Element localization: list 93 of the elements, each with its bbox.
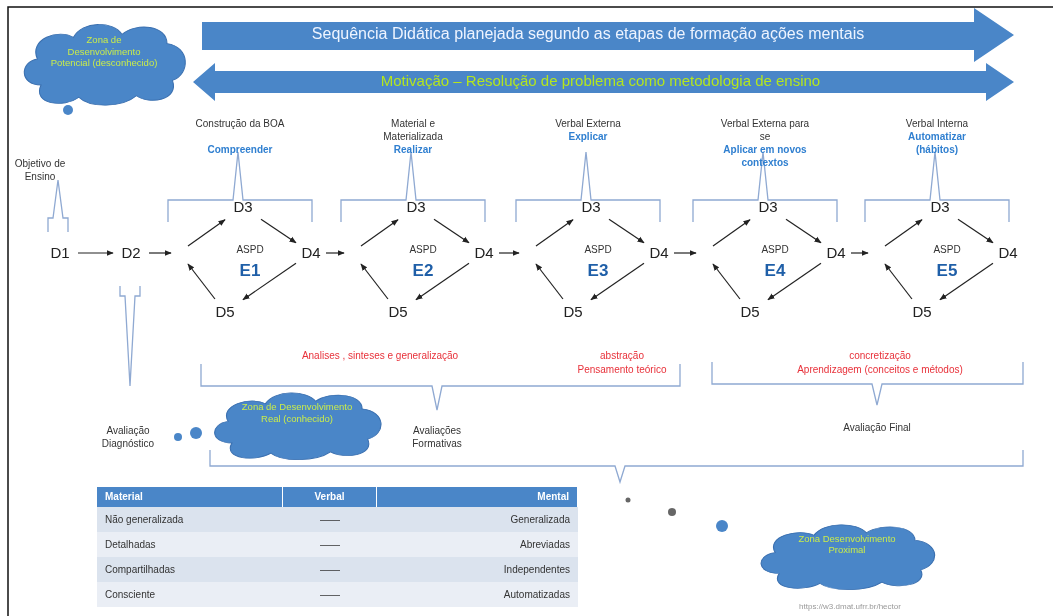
- arrow: [608, 218, 645, 244]
- stage-name: Construção da BOA: [194, 118, 286, 131]
- table-cell: Generalizada: [377, 507, 578, 532]
- arrow: [187, 263, 216, 300]
- step-label: D3: [753, 197, 783, 217]
- cloud-text: Zona de Desenvolvimento Potencial (desconhecido): [50, 34, 158, 69]
- table-cell: ——: [283, 532, 377, 557]
- assessment-label: Avaliações Formativas: [411, 425, 463, 450]
- table-cell: ——: [283, 582, 377, 607]
- arrow: [77, 250, 114, 256]
- arrow: [535, 263, 564, 300]
- table-header-cell: Mental: [377, 487, 578, 507]
- step-label: D1: [45, 243, 75, 263]
- assessment-label: Avaliação Diagnóstico: [100, 425, 156, 450]
- arrow: [673, 250, 697, 256]
- stage-code: E4: [763, 260, 787, 282]
- step-label: D3: [576, 197, 606, 217]
- center-label: ASPD: [235, 244, 265, 257]
- process-note: Analises , sinteses e generalização: [300, 350, 460, 363]
- step-label: D4: [472, 243, 496, 263]
- step-label: D3: [401, 197, 431, 217]
- stage-name: Material e Materializada: [382, 118, 444, 143]
- step-label: D4: [647, 243, 671, 263]
- step-label: D4: [299, 243, 323, 263]
- center-label: ASPD: [932, 244, 962, 257]
- table-cell: Independentes: [377, 557, 578, 582]
- arrow: [712, 263, 741, 300]
- arrow: [767, 262, 822, 301]
- arrow: [360, 263, 389, 300]
- center-label: ASPD: [408, 244, 438, 257]
- step-label: D3: [925, 197, 955, 217]
- stage-action: Compreender: [206, 144, 274, 157]
- cloud-text: Zona de Desenvolvimento Real (conhecido): [241, 401, 353, 424]
- arrow: [498, 250, 520, 256]
- process-note: Pensamento teórico: [576, 364, 668, 377]
- table-cell: Abreviadas: [377, 532, 578, 557]
- arrow: [187, 219, 226, 247]
- stage-name: Verbal Externa para se: [719, 118, 811, 143]
- stage-code: E3: [586, 260, 610, 282]
- center-label: ASPD: [583, 244, 613, 257]
- arrow: [148, 250, 172, 256]
- stage-action: Realizar: [392, 144, 434, 157]
- step-label: D5: [907, 302, 937, 322]
- step-label: D5: [558, 302, 588, 322]
- banner-text: Sequência Didática planejada segundo as etapas de formação ações mentais: [310, 24, 866, 44]
- arrow: [535, 219, 574, 247]
- process-note: Aprendizagem (conceitos e métodos): [796, 364, 964, 377]
- table-cell: Consciente: [97, 582, 283, 607]
- arrow: [939, 262, 994, 301]
- arrow: [360, 219, 399, 247]
- table-header-cell: Material: [97, 487, 283, 507]
- arrow: [590, 262, 645, 301]
- stage-code: E5: [935, 260, 959, 282]
- arrow: [785, 218, 822, 244]
- step-label: D4: [996, 243, 1020, 263]
- stage-name: Verbal Externa: [554, 118, 622, 131]
- arrow: [242, 262, 297, 301]
- stage-name: Verbal Interna: [904, 118, 970, 131]
- stage-action: Explicar: [567, 131, 609, 144]
- stage-action: Aplicar em novos contextos: [722, 144, 808, 169]
- arrow: [850, 250, 869, 256]
- step-label: D4: [824, 243, 848, 263]
- table-cell: ——: [283, 557, 377, 582]
- step-label: D3: [228, 197, 258, 217]
- banner-text: Motivação – Resolução de problema como metodologia de ensino: [379, 72, 822, 90]
- step-label: D5: [735, 302, 765, 322]
- arrow: [957, 218, 994, 244]
- stage-code: E1: [238, 260, 262, 282]
- arrow: [433, 218, 470, 244]
- table-cell: Não generalizada: [97, 507, 283, 532]
- assessment-label: Avaliação Final: [842, 422, 912, 435]
- process-note: abstração: [599, 350, 645, 363]
- table-cell: Detalhadas: [97, 532, 283, 557]
- arrow: [712, 219, 751, 247]
- table-cell: Compartilhadas: [97, 557, 283, 582]
- stage-code: E2: [411, 260, 435, 282]
- arrow: [325, 250, 345, 256]
- cloud-text: Zona Desenvolvimento Proximal: [797, 532, 897, 556]
- center-label: ASPD: [760, 244, 790, 257]
- stage-action: Automatizar (hábitos): [907, 131, 967, 156]
- table-header-cell: Verbal: [283, 487, 377, 507]
- source-url: https://w3.dmat.ufrr.br/hector: [798, 602, 902, 612]
- arrow: [884, 219, 923, 247]
- objective-label: Objetivo de Ensino: [13, 158, 67, 183]
- arrow: [884, 263, 913, 300]
- step-label: D5: [210, 302, 240, 322]
- table-cell: Automatizadas: [377, 582, 578, 607]
- table-cell: ——: [283, 507, 377, 532]
- arrow: [260, 218, 297, 244]
- process-note: concretização: [848, 350, 912, 363]
- step-label: D5: [383, 302, 413, 322]
- step-label: D2: [116, 243, 146, 263]
- arrow: [415, 262, 470, 301]
